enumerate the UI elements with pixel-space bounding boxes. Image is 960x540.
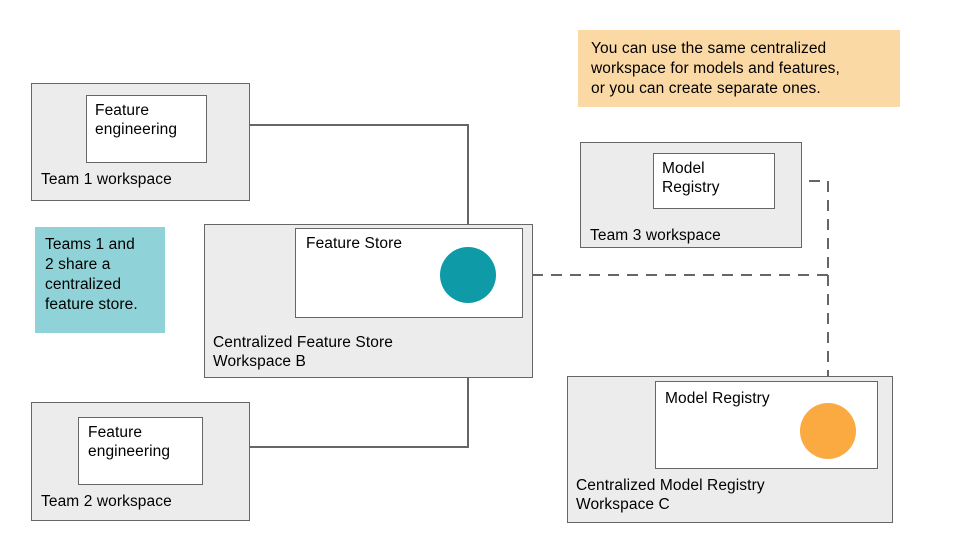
component-label-model-registry: Model Registry: [665, 390, 770, 407]
component-label-feature-store: Feature Store: [306, 235, 403, 252]
callout-orange-note: You can use the same centralized workspa…: [578, 30, 900, 107]
component-label-team1-feature-engineering: Feature engineering: [95, 102, 178, 138]
workspace-label-team1: Team 1 workspace: [41, 171, 172, 188]
component-label-team3-model-registry: Model Registry: [662, 160, 720, 196]
component-team3-model-registry[interactable]: [653, 153, 775, 209]
workspace-label-centralized-feature-store: Centralized Feature Store Workspace B: [213, 334, 393, 370]
component-team2-feature-engineering[interactable]: [78, 417, 203, 485]
workspace-label-team2: Team 2 workspace: [41, 493, 172, 510]
component-team1-feature-engineering[interactable]: [86, 95, 207, 163]
callout-teal-note: Teams 1 and 2 share a centralized featur…: [35, 227, 165, 333]
workspace-label-team3: Team 3 workspace: [590, 227, 721, 244]
model-registry-node-icon: [800, 403, 856, 459]
workspace-label-centralized-model-registry: Centralized Model Registry Workspace C: [576, 477, 765, 513]
connector-team3-to-feature-store: [496, 269, 828, 281]
component-label-team2-feature-engineering: Feature engineering: [88, 424, 171, 460]
feature-store-node-icon: [440, 247, 496, 303]
